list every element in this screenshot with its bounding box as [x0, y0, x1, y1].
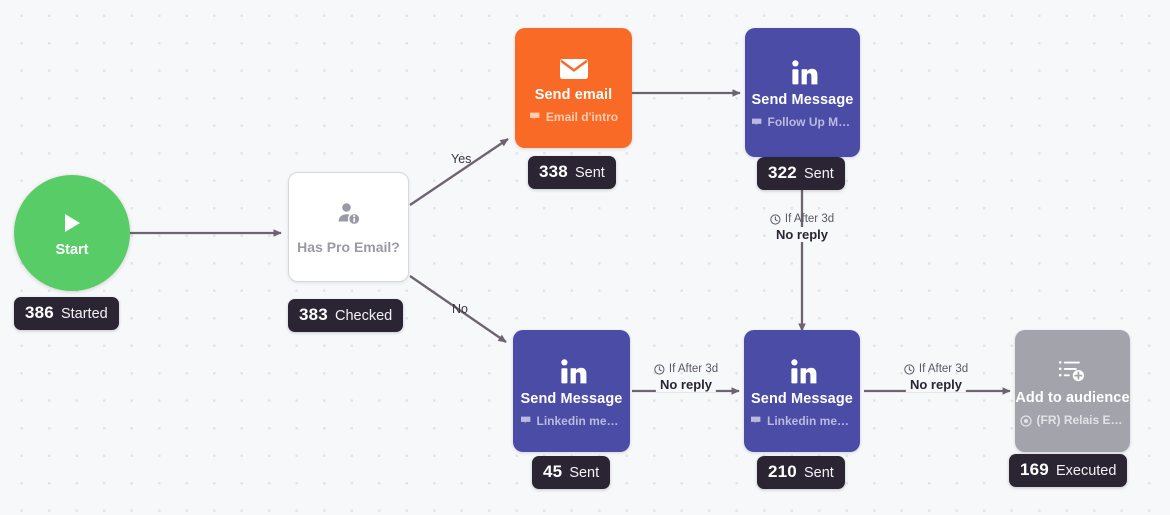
stat-value: 322: [768, 163, 797, 182]
flag-icon: [520, 417, 530, 425]
stat-value: 169: [1020, 460, 1049, 479]
wait-when: If After 3d: [770, 213, 834, 225]
stat-value: 210: [768, 462, 797, 481]
stat-value: 386: [25, 303, 54, 322]
stat-value: 338: [539, 162, 568, 181]
target-icon: [1019, 415, 1032, 427]
linkedin-icon: [787, 354, 817, 390]
node-has-pro-email[interactable]: Has Pro Email?: [288, 172, 409, 282]
stat-badge-linkedin-no-sent: 45 Sent: [532, 456, 611, 489]
stat-badge-followup-sent: 322 Sent: [757, 157, 845, 190]
edge-condition-to-send-email: [409, 138, 509, 206]
stat-label: Sent: [803, 465, 834, 481]
stat-label: Sent: [803, 166, 834, 182]
list-add-icon: [1058, 354, 1088, 388]
flag-icon: [751, 417, 761, 425]
node-add-to-audience-subtitle: (FR) Relais Eric ...: [1019, 414, 1126, 427]
node-condition-title: Has Pro Email?: [297, 239, 400, 255]
stat-label: Started: [60, 306, 108, 322]
clock-icon: [904, 363, 915, 375]
stat-badge-checked: 383 Checked: [288, 299, 404, 332]
stat-label: Sent: [569, 465, 600, 481]
stat-badge-linkedin-mid-sent: 210 Sent: [757, 456, 845, 489]
node-start-label: Start: [55, 242, 89, 258]
node-linkedin-message-no[interactable]: Send Message Linkedin messa...: [513, 330, 630, 452]
person-info-icon: [336, 199, 362, 229]
edge-label-yes: Yes: [451, 152, 472, 166]
node-linkedin-no-title: Send Message: [520, 390, 623, 407]
wait-reply: No reply: [905, 377, 967, 392]
node-send-email-subtitle: Email d'intro: [529, 111, 618, 124]
clock-icon: [654, 363, 665, 375]
node-add-to-audience[interactable]: Add to audience (FR) Relais Eric ...: [1015, 330, 1130, 452]
node-linkedin-message-mid[interactable]: Send Message Linkedin messa...: [744, 330, 860, 452]
node-linkedin-no-subtitle: Linkedin messa...: [520, 415, 624, 428]
stat-label: Executed: [1055, 463, 1117, 479]
clock-icon: [770, 213, 781, 225]
node-send-email[interactable]: Send email Email d'intro: [515, 28, 632, 148]
linkedin-icon: [788, 55, 818, 91]
node-linkedin-mid-subtitle: Linkedin messa...: [750, 415, 854, 428]
envelope-icon: [559, 52, 589, 86]
wait-when: If After 3d: [654, 363, 718, 375]
flag-icon: [529, 113, 540, 121]
stat-badge-started: 386 Started: [14, 297, 119, 330]
edge-label-wait-bottom-right: If After 3d No reply: [904, 363, 968, 392]
edge-label-wait-vertical: If After 3d No reply: [770, 213, 834, 242]
edge-label-no: No: [452, 302, 468, 316]
linkedin-icon: [557, 354, 587, 390]
stat-label: Checked: [334, 308, 393, 324]
stat-badge-audience-executed: 169 Executed: [1009, 454, 1128, 487]
stat-badge-email-sent: 338 Sent: [528, 156, 616, 189]
node-follow-up-message[interactable]: Send Message Follow Up Mess...: [745, 28, 860, 157]
stat-value: 45: [543, 462, 563, 481]
node-follow-up-subtitle: Follow Up Mess...: [751, 116, 855, 129]
stat-label: Sent: [574, 165, 605, 181]
node-start[interactable]: Start: [14, 175, 130, 291]
flag-icon: [751, 118, 761, 126]
play-icon: [59, 208, 85, 238]
edge-label-wait-bottom-left: If After 3d No reply: [654, 363, 718, 392]
node-send-email-title: Send email: [534, 86, 613, 103]
stat-value: 383: [299, 305, 328, 324]
wait-reply: No reply: [771, 227, 833, 242]
node-linkedin-mid-title: Send Message: [751, 390, 853, 407]
node-follow-up-title: Send Message: [751, 92, 854, 109]
wait-when: If After 3d: [904, 363, 968, 375]
node-add-to-audience-title: Add to audience: [1015, 390, 1130, 407]
wait-reply: No reply: [655, 377, 717, 392]
